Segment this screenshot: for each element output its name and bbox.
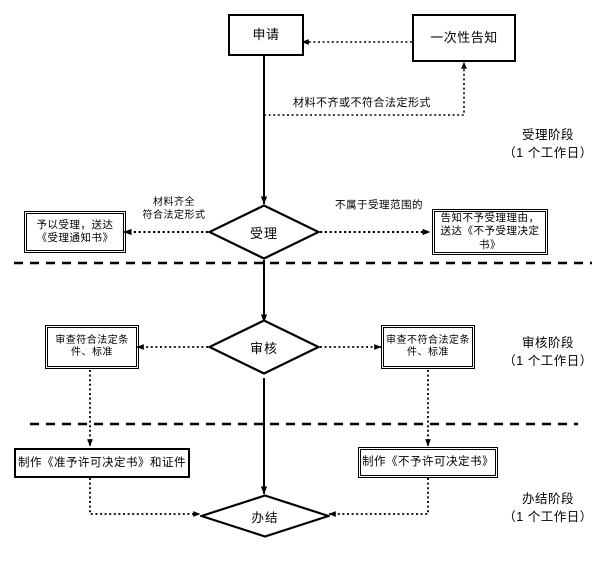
node-make-permit[interactable]: 制作《准予许可决定书》和证件 (14, 448, 190, 478)
stage-completion-duration: （1 个工作日） (503, 510, 593, 525)
edge-label-materials-complete: 材料齐全 符合法定形式 (142, 197, 206, 221)
node-review[interactable]: 审核 (208, 319, 320, 375)
stage-review-duration: （1 个工作日） (503, 354, 593, 369)
stage-label-review: 审核阶段 （1 个工作日） (492, 334, 604, 370)
node-one-time-notice[interactable]: 一次性告知 (412, 14, 516, 62)
edge-label-out-of-scope: 不属于受理范围的 (335, 199, 423, 211)
stage-label-acceptance: 受理阶段 （1 个工作日） (492, 126, 604, 162)
edge-label-incomplete-materials: 材料不齐或不符合法定形式 (293, 97, 431, 109)
node-accept-approved[interactable]: 予以受理，送达 《受理通知书》 (24, 211, 126, 253)
node-accept-rejected[interactable]: 告知不予受理理由，送达《不予受理决定书》 (432, 209, 548, 255)
stage-acceptance-duration: （1 个工作日） (503, 146, 593, 161)
edge-make-reject-to-finish (328, 478, 429, 517)
edge-incomplete-to-one-time-notice (264, 61, 467, 116)
stage-completion-name: 办结阶段 (521, 492, 574, 506)
node-review-fail[interactable]: 审查不符合法定条 件、标准 (381, 325, 475, 369)
node-apply[interactable]: 申请 (228, 14, 304, 56)
edge-make-permit-to-finish (89, 478, 201, 517)
node-finish[interactable]: 办结 (200, 494, 330, 538)
stage-label-completion: 办结阶段 （1 个工作日） (492, 490, 604, 526)
node-accept[interactable]: 受理 (208, 204, 320, 260)
node-review-pass[interactable]: 审查符合法定条 件、标准 (45, 325, 139, 369)
node-make-reject[interactable]: 制作《不予许可决定书》 (358, 447, 498, 478)
stage-review-name: 审核阶段 (521, 336, 574, 350)
stage-acceptance-name: 受理阶段 (521, 128, 574, 142)
